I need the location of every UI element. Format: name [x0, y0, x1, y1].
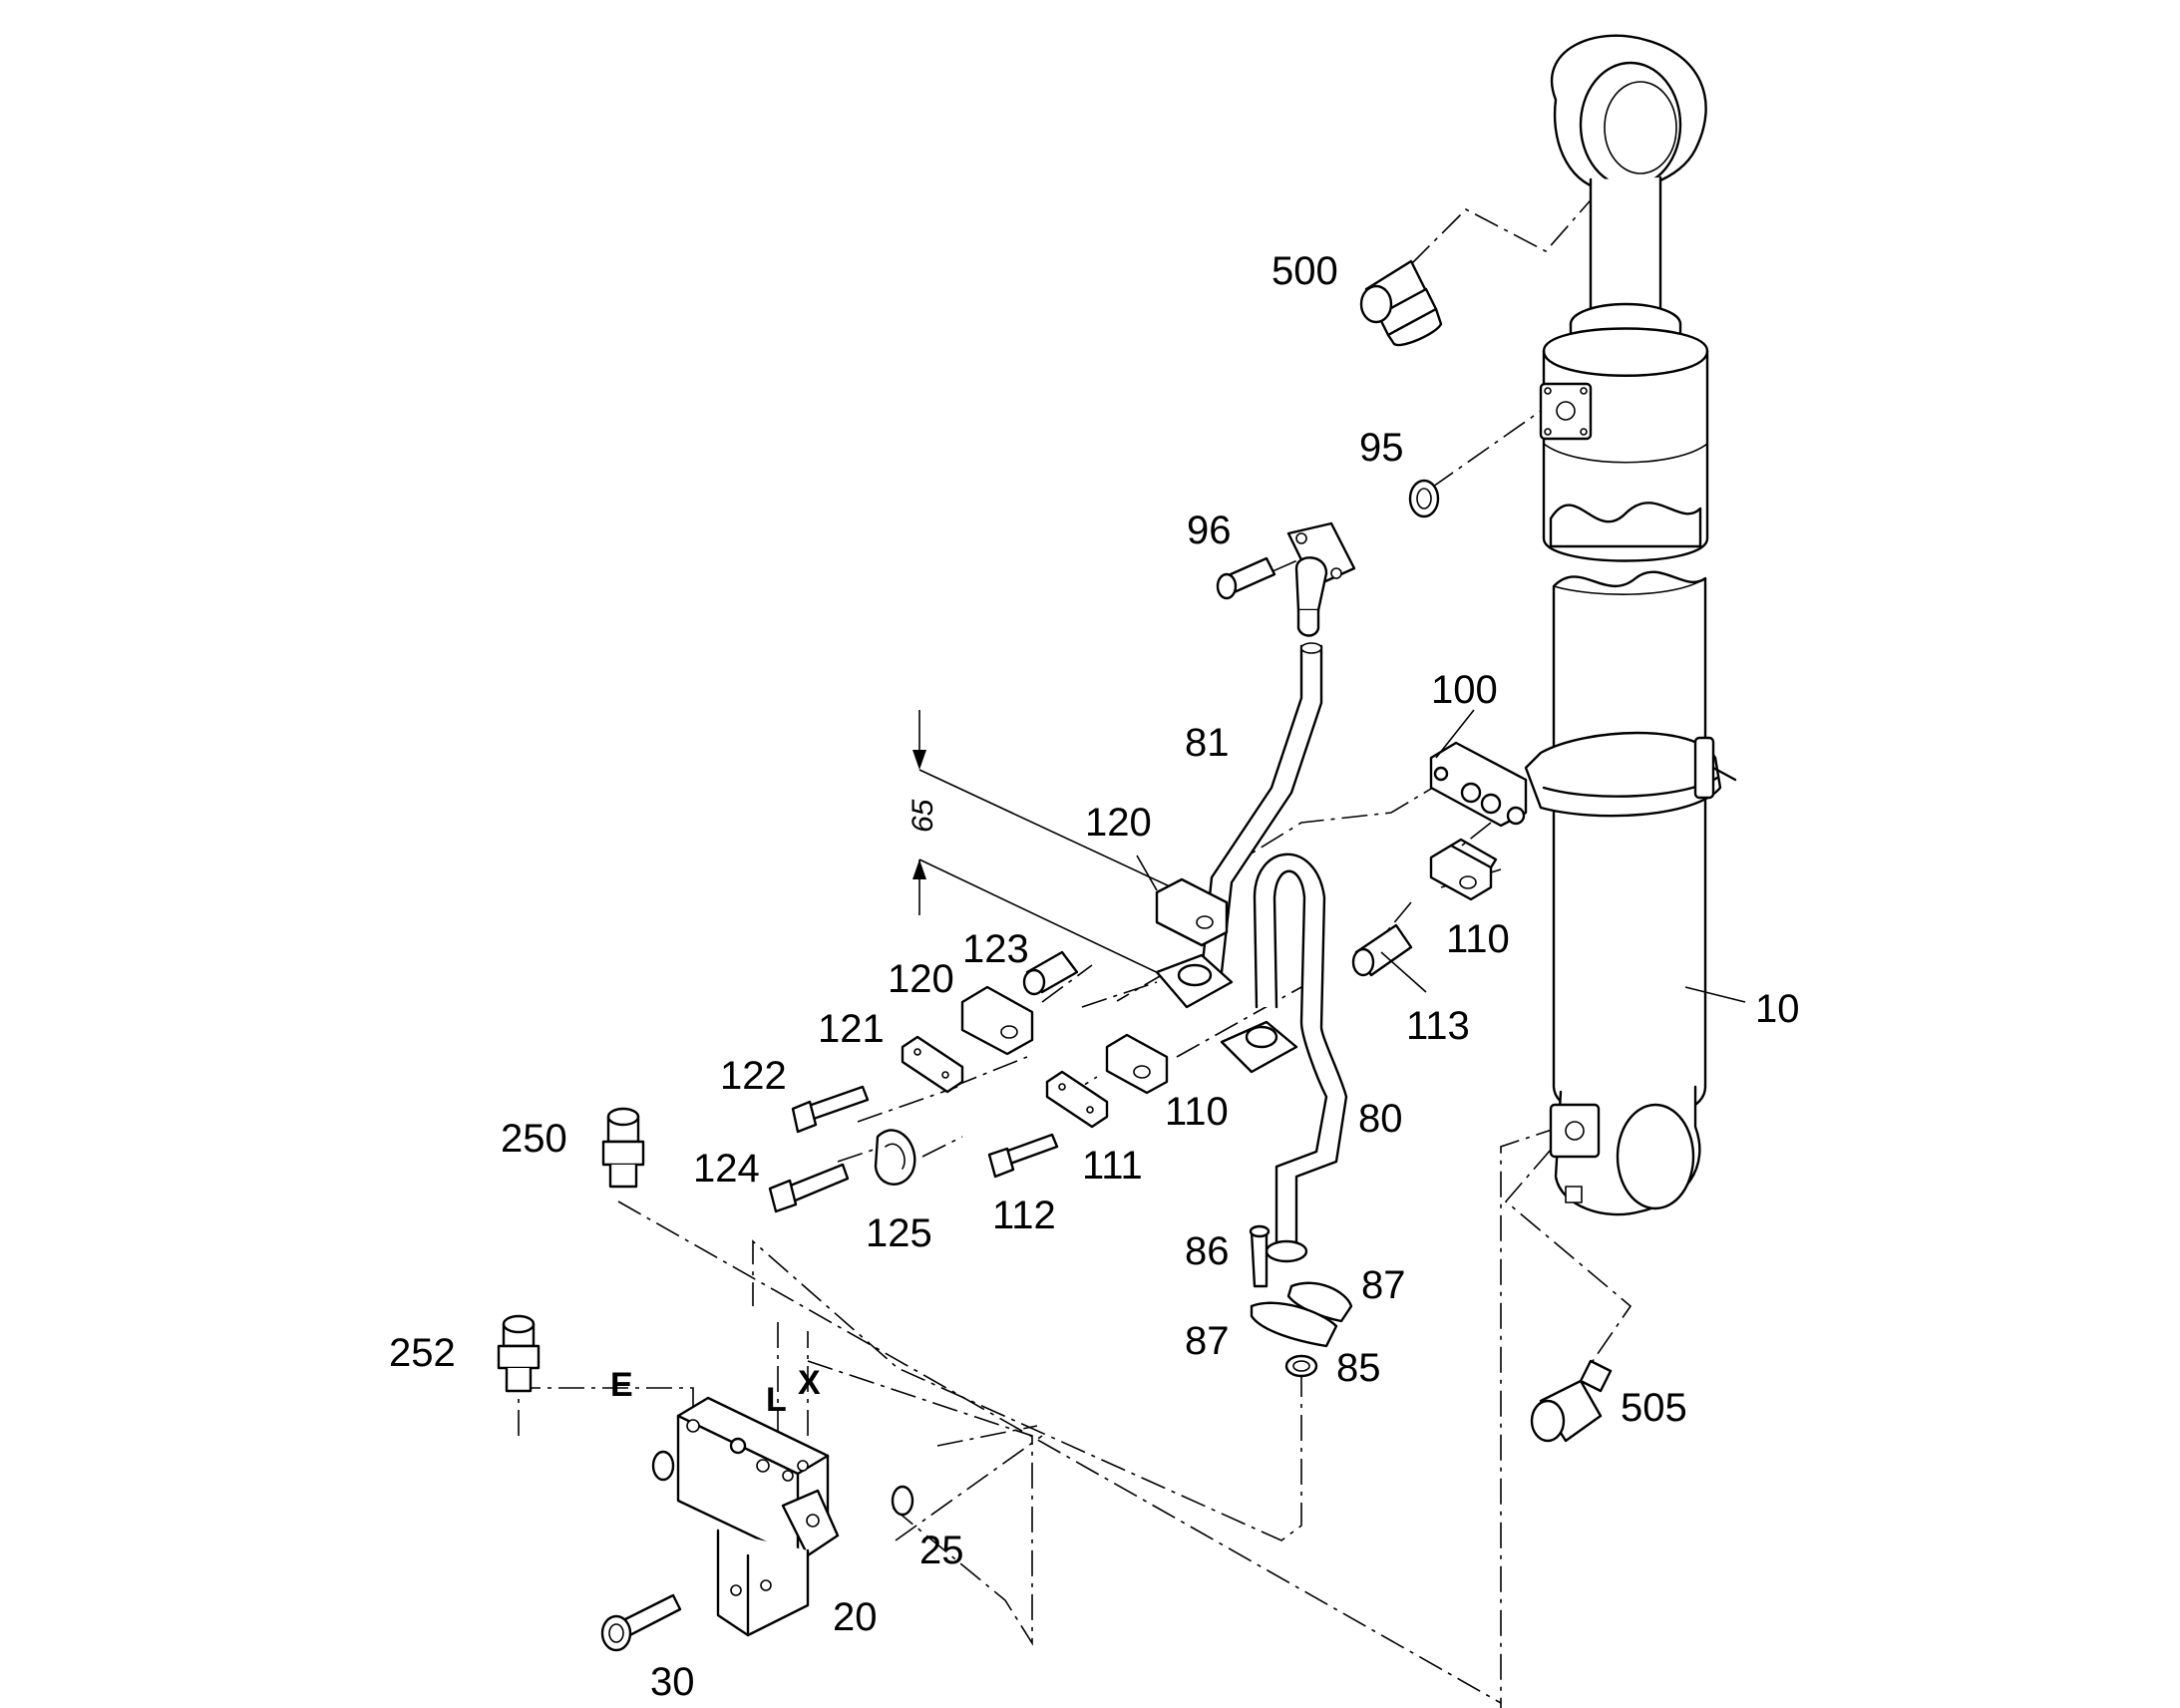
callout-111: 111	[1082, 1144, 1143, 1188]
part-81-lower-flange	[1155, 953, 1234, 1009]
port-label-x: X	[798, 1364, 821, 1402]
part-86-screw	[1249, 1224, 1271, 1288]
port-label-l: L	[766, 1381, 787, 1419]
part-122-bolt	[791, 1085, 870, 1134]
callout-110-upper: 110	[1446, 917, 1510, 961]
part-96-cap-screw	[1216, 556, 1276, 600]
part-505-elbow-fitting	[1530, 1359, 1613, 1443]
part-123-spacer	[1022, 950, 1079, 996]
callout-113: 113	[1406, 1004, 1470, 1048]
part-85-o-ring	[1284, 1354, 1318, 1378]
callout-252: 252	[389, 1331, 456, 1375]
callout-120-upper: 120	[1085, 801, 1152, 845]
part-120-clamp-lower	[960, 985, 1034, 1056]
part-10-cylinder	[1524, 34, 1737, 1216]
callout-95: 95	[1359, 426, 1404, 470]
part-124-bolt	[768, 1163, 850, 1213]
callout-86: 86	[1185, 1229, 1230, 1273]
callout-100: 100	[1431, 668, 1498, 712]
callout-505: 505	[1621, 1386, 1687, 1430]
callout-500: 500	[1272, 249, 1338, 293]
callout-81: 81	[1185, 721, 1230, 765]
part-111-plate	[1045, 1070, 1109, 1129]
part-120-clamp-upper	[1155, 877, 1229, 947]
callout-250: 250	[501, 1117, 567, 1161]
callout-labels: 500 95 96 100 81 120 123 120 121 122 110…	[389, 249, 1800, 1704]
dimension-65: 65	[907, 710, 1173, 978]
callout-20: 20	[833, 1595, 878, 1639]
part-110-clamp-upper	[1429, 838, 1498, 901]
part-112-bolt	[987, 1133, 1059, 1179]
callout-125: 125	[866, 1211, 932, 1255]
part-110-clamp-lower	[1105, 1033, 1169, 1095]
part-125-clip	[874, 1129, 916, 1186]
callout-110-lower: 110	[1165, 1090, 1229, 1134]
callout-30: 30	[650, 1660, 695, 1704]
part-250-fitting	[601, 1107, 645, 1189]
part-500-fitting	[1359, 259, 1443, 347]
part-87-flange-half-lower	[1250, 1301, 1338, 1348]
callout-80: 80	[1358, 1097, 1403, 1141]
callout-87-upper: 87	[1361, 1263, 1406, 1307]
part-25-o-ring	[891, 1485, 914, 1517]
part-95-o-ring	[1408, 479, 1440, 518]
part-81-flange-elbow	[1286, 521, 1356, 637]
part-20-valve-block	[651, 1396, 840, 1637]
port-labels: E L X	[610, 1364, 821, 1419]
part-113-spacer	[1351, 923, 1413, 977]
callout-122: 122	[720, 1054, 787, 1098]
callout-120-lower: 120	[888, 957, 954, 1001]
part-80-upper-flange	[1220, 1020, 1298, 1074]
callout-124: 124	[693, 1147, 760, 1191]
callout-112: 112	[992, 1194, 1056, 1237]
callout-121: 121	[818, 1007, 885, 1051]
callout-87-lower: 87	[1185, 1319, 1230, 1363]
port-label-e: E	[610, 1366, 633, 1404]
callout-25: 25	[919, 1529, 964, 1572]
part-100-clamp-block	[1429, 741, 1528, 828]
callout-leaders	[1136, 709, 1746, 1003]
callout-123: 123	[962, 927, 1029, 971]
callout-85: 85	[1336, 1346, 1381, 1390]
part-80-u-tube	[1253, 853, 1348, 1263]
part-121-plate	[901, 1035, 964, 1094]
callout-10: 10	[1755, 987, 1800, 1031]
dimension-value: 65	[907, 799, 939, 833]
callout-96: 96	[1187, 509, 1232, 552]
part-87-flange-half-upper	[1286, 1281, 1353, 1323]
part-30-cap-screw	[600, 1593, 682, 1652]
center-lines	[518, 193, 1633, 1708]
part-252-fitting	[497, 1314, 541, 1393]
